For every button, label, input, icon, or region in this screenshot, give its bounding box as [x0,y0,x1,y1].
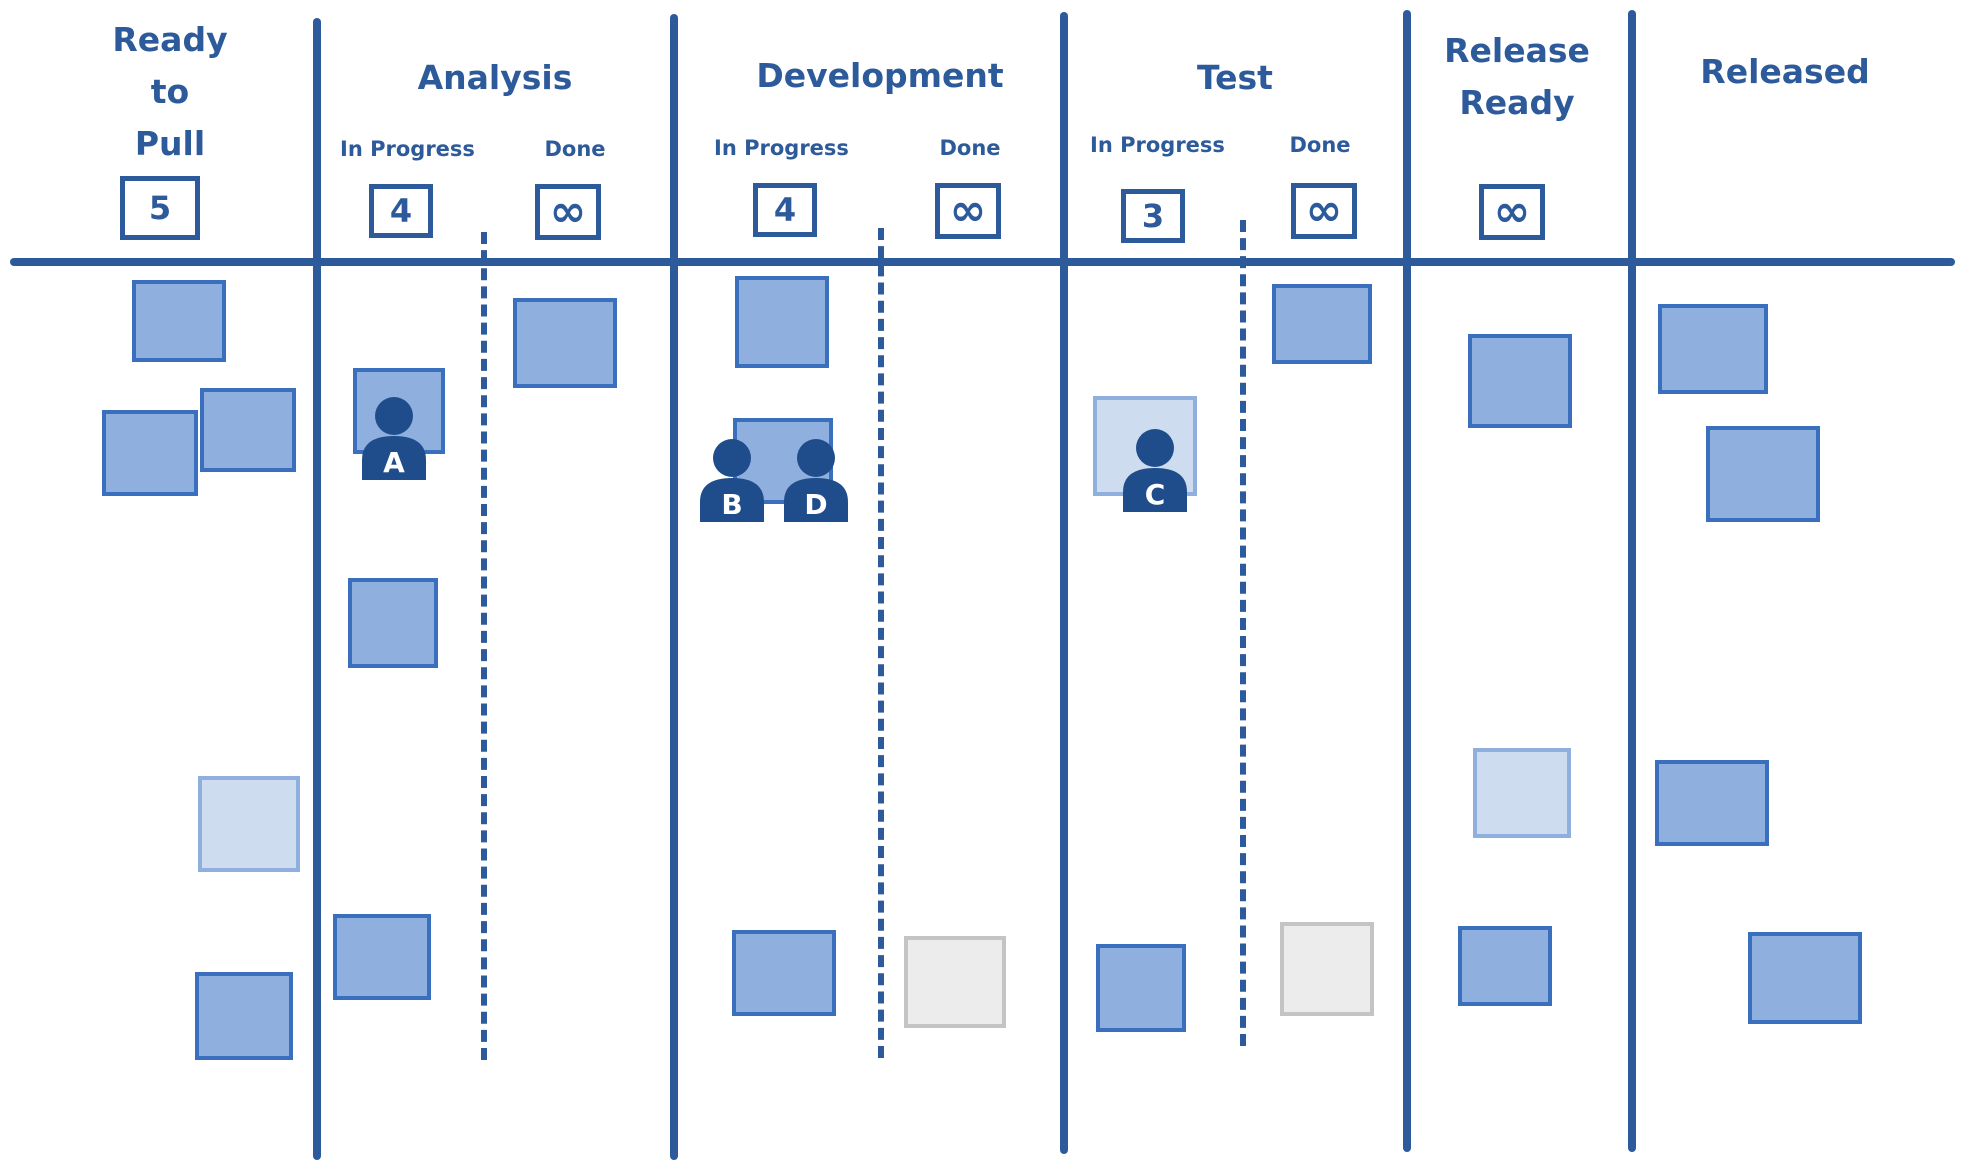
title-line: Ready [112,20,228,59]
wip-limit-ready-to-pull: 5 [120,176,200,240]
title-line: Ready [1459,83,1575,122]
subcolumn-label-development-done: Done [939,136,1001,160]
wip-limit-development-done: ∞ [935,183,1001,239]
person-c-icon: C [1123,429,1187,512]
work-card[interactable] [1458,926,1552,1006]
person-d-icon: D [784,439,848,522]
work-card[interactable] [1096,944,1186,1032]
subcolumn-divider [481,232,487,1060]
column-title-test: Test [1197,58,1273,97]
work-card[interactable] [348,578,438,668]
wip-limit-test-in-progress: 3 [1121,189,1185,243]
wip-limit-analysis-done: ∞ [535,184,601,240]
work-card[interactable] [195,972,293,1060]
column-divider [670,14,678,1160]
work-card[interactable] [1748,932,1862,1024]
worker-label: D [804,488,827,521]
work-card[interactable] [1658,304,1768,394]
subcolumn-divider [878,228,884,1058]
column-divider [1628,10,1636,1152]
title-line: to [150,72,190,111]
column-title-ready-to-pull: Ready to Pull [75,14,265,170]
work-card[interactable] [513,298,617,388]
column-title-analysis: Analysis [417,58,573,97]
work-card[interactable] [1468,334,1572,428]
work-card[interactable] [735,276,829,368]
column-title-development: Development [756,56,1004,95]
worker-label: C [1145,478,1166,511]
column-title-released: Released [1700,52,1870,91]
subcolumn-label-development-in-progress: In Progress [714,136,849,160]
work-card[interactable] [200,388,296,472]
person-b-icon: B [700,439,764,522]
column-divider [1060,12,1068,1154]
subcolumn-label-test-done: Done [1289,133,1351,157]
worker-label: A [383,446,405,479]
work-card[interactable] [732,930,836,1016]
column-divider [1403,10,1411,1152]
work-card[interactable] [102,410,198,496]
title-line: Pull [134,124,206,163]
work-card[interactable] [1473,748,1571,838]
subcolumn-label-analysis-done: Done [544,137,606,161]
wip-limit-test-done: ∞ [1291,183,1357,239]
work-card[interactable] [1272,284,1372,364]
work-card[interactable] [904,936,1006,1028]
work-card[interactable] [1280,922,1374,1016]
subcolumn-label-test-in-progress: In Progress [1090,133,1225,157]
column-title-release-ready: Release Ready [1412,25,1622,129]
work-card[interactable] [333,914,431,1000]
worker-label: B [721,488,742,521]
wip-limit-release-ready: ∞ [1479,184,1545,240]
subcolumn-divider [1240,220,1246,1046]
header-divider [10,258,1955,266]
work-card[interactable] [132,280,226,362]
wip-limit-development-in-progress: 4 [753,183,817,237]
wip-limit-analysis-in-progress: 4 [369,184,433,238]
work-card[interactable] [1706,426,1820,522]
person-a-icon: A [362,397,426,480]
title-line: Release [1444,31,1590,70]
work-card[interactable] [198,776,300,872]
subcolumn-label-analysis-in-progress: In Progress [340,137,475,161]
column-divider [313,18,321,1160]
work-card[interactable] [1655,760,1769,846]
